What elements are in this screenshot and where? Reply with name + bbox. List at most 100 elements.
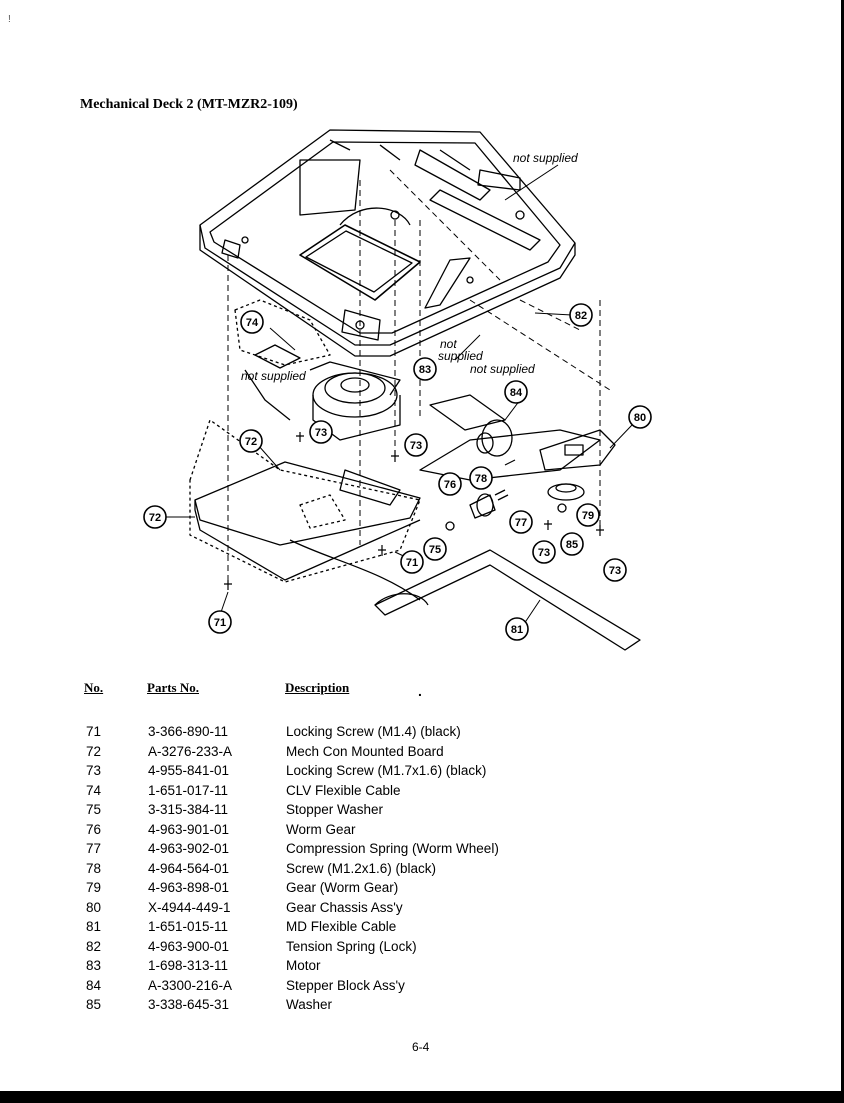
header-no: No.	[84, 680, 104, 695]
row-no: 75	[86, 802, 102, 817]
callout-72-b: 72	[143, 505, 167, 529]
row-description: Locking Screw (M1.7x1.6) (black)	[286, 763, 487, 778]
svg-text:84: 84	[510, 387, 523, 399]
chassis-drawing	[199, 129, 576, 357]
md-cable-drawing	[289, 539, 641, 651]
row-no: 83	[86, 958, 102, 973]
svg-text:75: 75	[429, 544, 441, 556]
callout-73-c: 73	[532, 540, 556, 564]
row-no: 85	[86, 997, 102, 1012]
row-part-no: X-4944-449-1	[148, 899, 231, 915]
svg-text:74: 74	[246, 317, 259, 329]
row-no: 72	[86, 743, 102, 759]
svg-text:80: 80	[634, 412, 646, 424]
row-part-no: 4-955-841-01	[148, 763, 230, 778]
callouts: 74 83 84 80 82 72 73 73 78 76 77 79 72 7…	[143, 303, 652, 641]
gear-chassis-drawing	[539, 429, 616, 501]
row-description: Gear (Worm Gear)	[286, 880, 399, 895]
row-description: Worm Gear	[286, 821, 356, 837]
row-no: 80	[86, 899, 102, 915]
svg-text:85: 85	[566, 539, 578, 551]
table-header: No. Parts No. Description	[84, 680, 644, 724]
svg-text:83: 83	[419, 364, 431, 376]
worm-gear-drawing	[445, 489, 567, 531]
row-part-no: 1-651-017-11	[148, 782, 229, 798]
row-part-no: 4-964-564-01	[148, 860, 230, 876]
note-not: not	[440, 337, 457, 351]
svg-text:73: 73	[609, 565, 621, 577]
row-description: Compression Spring (Worm Wheel)	[286, 841, 499, 856]
callout-83: 83	[413, 357, 437, 381]
callout-81: 81	[505, 617, 529, 641]
note-not-supplied-top: not supplied	[513, 151, 578, 165]
row-part-no: 3-315-384-11	[148, 802, 229, 817]
table-row: 79 4-963-898-01 Gear (Worm Gear)	[84, 880, 644, 900]
row-description: MD Flexible Cable	[286, 919, 397, 934]
margin-mark: !	[8, 14, 11, 25]
table-row: 80 X-4944-449-1 Gear Chassis Ass'y	[84, 900, 644, 920]
callout-79: 79	[576, 503, 600, 527]
table-row: 73 4-955-841-01 Locking Screw (M1.7x1.6) (…	[84, 763, 644, 783]
svg-text:73: 73	[315, 427, 327, 439]
row-description: CLV Flexible Cable	[286, 782, 401, 798]
callout-74: 74	[240, 310, 264, 334]
row-description: Tension Spring (Lock)	[286, 938, 417, 954]
svg-text:77: 77	[515, 517, 527, 529]
row-no: 82	[86, 938, 102, 954]
row-no: 76	[86, 821, 102, 837]
row-part-no: A-3276-233-A	[148, 743, 233, 759]
svg-text:78: 78	[475, 473, 487, 485]
clv-cable-drawing	[234, 299, 331, 421]
mech-board-drawing	[189, 419, 421, 583]
row-part-no: 3-366-890-11	[148, 724, 229, 739]
callout-71-a: 71	[400, 550, 424, 574]
header-description: Description	[285, 680, 350, 695]
svg-text:79: 79	[582, 510, 594, 522]
row-no: 73	[86, 763, 102, 778]
callout-71-b: 71	[208, 610, 232, 634]
row-part-no: 3-338-645-31	[148, 997, 230, 1012]
page-title: Mechanical Deck 2 (MT-MZR2-109)	[80, 97, 298, 112]
row-no: 79	[86, 880, 102, 895]
header-parts-no: Parts No.	[147, 680, 199, 695]
row-no: 77	[86, 841, 102, 856]
svg-text:81: 81	[511, 624, 523, 636]
row-part-no: 4-963-898-01	[148, 880, 230, 895]
callout-80: 80	[628, 405, 652, 429]
svg-text:72: 72	[245, 436, 257, 448]
row-description: Screw (M1.2x1.6) (black)	[286, 860, 437, 876]
screws	[224, 432, 604, 590]
note-not-supplied-left: not supplied	[241, 369, 306, 383]
note-supplied: supplied	[438, 349, 483, 363]
stray-dot: .	[418, 683, 422, 699]
svg-text:73: 73	[538, 547, 550, 559]
callout-72-a: 72	[239, 429, 263, 453]
row-description: Stopper Washer	[286, 802, 384, 817]
table-row: 74 1-651-017-11 CLV Flexible Cable	[84, 783, 644, 803]
callout-75: 75	[423, 537, 447, 561]
row-part-no: A-3300-216-A	[148, 977, 233, 993]
callout-73-d: 73	[603, 558, 627, 582]
annotations: not supplied not supplied not supplied n…	[241, 151, 578, 383]
leader-lines	[165, 164, 633, 631]
exploded-view-diagram: not supplied not supplied not supplied n…	[143, 129, 652, 651]
callout-73-b: 73	[404, 433, 428, 457]
row-no: 74	[86, 782, 102, 798]
row-part-no: 4-963-901-01	[148, 821, 230, 837]
row-no: 84	[86, 977, 102, 993]
row-description: Locking Screw (M1.4) (black)	[286, 724, 461, 739]
callout-76: 76	[438, 472, 462, 496]
page-number: 6-4	[412, 1040, 430, 1054]
row-description: Gear Chassis Ass'y	[286, 899, 403, 915]
motor-drawing	[309, 361, 401, 441]
table-row: 76 4-963-901-01 Worm Gear	[84, 822, 644, 842]
row-part-no: 1-698-313-11	[148, 958, 229, 973]
row-part-no: 4-963-902-01	[148, 841, 230, 856]
table-row: 75 3-315-384-11 Stopper Washer	[84, 802, 644, 822]
guide-lines	[227, 169, 611, 580]
